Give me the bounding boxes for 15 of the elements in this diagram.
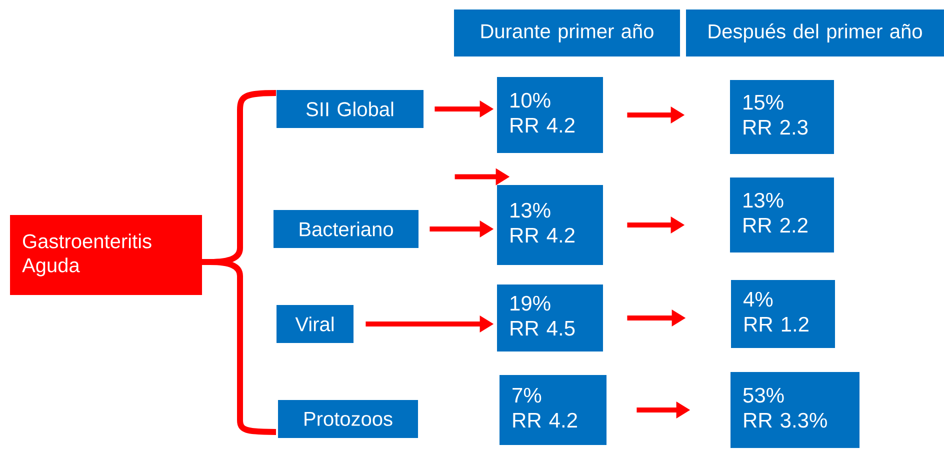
value-box: 10% RR 4.2	[497, 77, 603, 153]
value-box: 15% RR 2.3	[730, 80, 834, 154]
category-box: Viral	[276, 305, 354, 343]
category-box: Bacteriano	[274, 210, 418, 248]
value-box: 19% RR 4.5	[497, 284, 603, 352]
category-box: SII Global	[276, 90, 424, 128]
category-box: Protozoos	[278, 400, 418, 438]
value-box: 4% RR 1.2	[731, 280, 835, 348]
value-box: 7% RR 4.2	[500, 375, 606, 445]
column-header: Durante primer año	[454, 10, 680, 56]
value-box: 13% RR 4.2	[497, 185, 603, 265]
value-box: 53% RR 3.3%	[730, 372, 860, 448]
category-box: Gastroenteritis Aguda	[10, 215, 202, 295]
value-box: 13% RR 2.2	[730, 178, 834, 252]
column-header: Después del primer año	[686, 10, 944, 56]
